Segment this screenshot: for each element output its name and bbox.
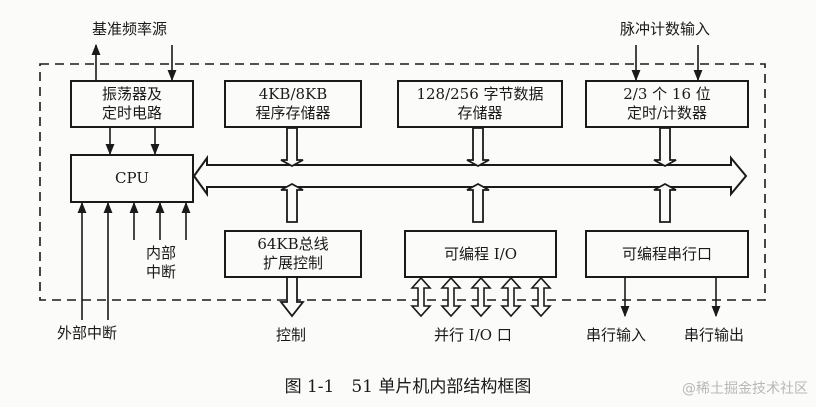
- serial-in-label: 串行输入: [586, 326, 647, 344]
- bus-extension-line-1: 64KB总线: [257, 235, 329, 253]
- watermark: @稀土掘金技术社区: [682, 381, 808, 397]
- chip-boundary: [39, 63, 766, 301]
- bus-extension-line-2: 扩展控制: [262, 254, 323, 272]
- bus-link-data-memory: [466, 127, 490, 168]
- program-memory-line-2: 程序存储器: [255, 104, 331, 122]
- data-memory-line-1: 128/256 字节数据: [416, 85, 544, 103]
- programmable-io-block: 可编程 I/O: [404, 230, 557, 278]
- timer-line-1: 2/3 个 16 位: [623, 85, 711, 103]
- oscillator-line-1: 振荡器及: [101, 85, 162, 103]
- control-output-arrow: [279, 275, 305, 318]
- data-memory-line-2: 存储器: [457, 104, 503, 122]
- internal-interrupt-line-2: 中断: [145, 263, 176, 281]
- serial-out-label: 串行输出: [684, 326, 745, 344]
- bus-link-timer: [653, 127, 677, 168]
- timer-line-2: 定时/计数器: [626, 104, 708, 122]
- bus-link-program-memory: [280, 127, 304, 168]
- bus-extension-block: 64KB总线 扩展控制: [224, 230, 362, 278]
- timer-block: 2/3 个 16 位 定时/计数器: [585, 80, 749, 128]
- parallel-io-arrows: [410, 276, 552, 318]
- cpu-block: CPU: [70, 154, 194, 203]
- bus-link-serial: [653, 182, 677, 223]
- parallel-io-label: 并行 I/O 口: [434, 326, 512, 344]
- programmable-io-label: 可编程 I/O: [443, 244, 518, 263]
- oscillator-block: 振荡器及 定时电路: [70, 80, 194, 128]
- internal-bus: [192, 154, 748, 198]
- bus-link-io: [466, 182, 490, 223]
- bus-link-program-memory-down: [280, 182, 304, 223]
- control-label: 控制: [276, 326, 307, 344]
- data-memory-block: 128/256 字节数据 存储器: [397, 80, 563, 128]
- freq-source-label: 基准频率源: [92, 20, 168, 38]
- serial-port-block: 可编程串行口: [585, 230, 749, 278]
- internal-interrupt-line-1: 内部: [145, 244, 176, 262]
- cpu-label: CPU: [115, 169, 149, 187]
- program-memory-line-1: 4KB/8KB: [258, 85, 328, 103]
- internal-interrupt-label: 内部 中断: [136, 244, 186, 282]
- pulse-count-input-label: 脉冲计数输入: [620, 20, 711, 38]
- oscillator-line-2: 定时电路: [101, 104, 162, 122]
- program-memory-block: 4KB/8KB 程序存储器: [224, 80, 362, 128]
- serial-port-label: 可编程串行口: [621, 244, 712, 263]
- figure-caption: 图 1-1 51 单片机内部结构框图: [284, 377, 532, 397]
- external-interrupt-label: 外部中断: [57, 324, 118, 342]
